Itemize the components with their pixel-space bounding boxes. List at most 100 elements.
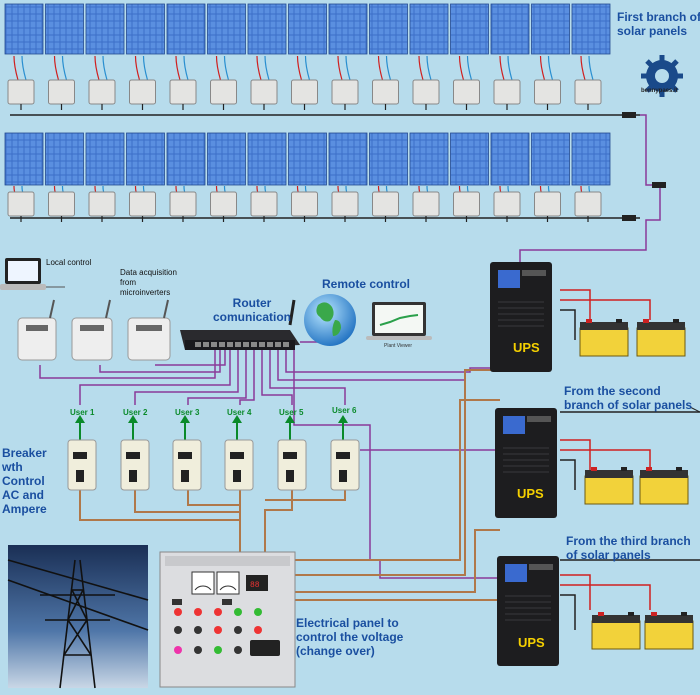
arrow-up-icon xyxy=(128,415,138,423)
gateway-device-2 xyxy=(71,299,113,361)
solar-panel-icon xyxy=(45,132,84,186)
indicator-light-icon xyxy=(194,626,202,634)
solar-panel-icon xyxy=(490,3,530,55)
solar-panel-icon xyxy=(45,3,84,55)
solar-panel-icon xyxy=(409,3,449,55)
second-branch-label: From the second branch of solar panels xyxy=(564,384,693,412)
plant-viewer-laptop-icon xyxy=(366,302,432,340)
data-acquisition-label: Data acquisition from microinverters xyxy=(120,268,177,297)
solar-panel-icon xyxy=(4,3,44,55)
solar-panel-icon xyxy=(166,132,206,186)
microinverter-icon xyxy=(331,79,359,105)
first-branch-label: First branch of solar panels xyxy=(617,10,700,38)
breaker-icon xyxy=(277,439,307,491)
breaker-label: Breaker wth Control AC and Ampere xyxy=(2,446,47,516)
remote-control-label: Remote control xyxy=(322,277,411,291)
ups-2-label: UPS xyxy=(517,486,544,501)
microinverter-icon xyxy=(291,79,318,105)
solar-panel-icon xyxy=(247,3,287,55)
arrow-up-icon xyxy=(285,415,295,423)
gateway-device-3 xyxy=(127,299,171,361)
solar-panel-icon xyxy=(4,132,44,186)
solar-panel-row-1 xyxy=(4,3,611,55)
microinverter-icon xyxy=(7,191,35,217)
microinverter-icon xyxy=(7,79,35,105)
ups-unit-3 xyxy=(497,556,559,666)
battery-bank xyxy=(579,319,694,650)
logo-text: bennypaes.it xyxy=(641,88,678,94)
indicator-light-icon xyxy=(234,608,242,616)
router-label: Router comunication xyxy=(212,296,291,324)
solar-panel-icon xyxy=(369,3,408,55)
breaker-icon xyxy=(67,439,97,491)
solar-panel-icon xyxy=(328,3,368,55)
indicator-light-icon xyxy=(234,626,242,634)
arrow-up-icon xyxy=(180,415,190,423)
third-branch-label: From the third branch of solar panels xyxy=(566,534,691,562)
breaker-icon xyxy=(330,439,360,491)
microinverter-icon xyxy=(88,79,116,105)
pylon-icon xyxy=(7,545,149,689)
user-1-label: User 1 xyxy=(70,408,95,417)
solar-panel-icon xyxy=(571,3,611,55)
local-control-label: Local control xyxy=(46,258,92,267)
ups-unit-2 xyxy=(495,408,557,518)
solar-panel-icon xyxy=(450,132,489,186)
indicator-light-icon xyxy=(214,626,222,634)
microinverter-icon xyxy=(412,191,440,217)
indicator-light-icon xyxy=(234,646,242,654)
microinverter-icon xyxy=(250,191,278,217)
globe-icon xyxy=(304,294,356,346)
microinverter-icon xyxy=(534,79,561,105)
solar-panel-icon xyxy=(166,3,206,55)
solar-panel-row-2 xyxy=(4,132,611,186)
solar-panel-icon xyxy=(531,132,570,186)
gateway-device-1 xyxy=(17,299,57,361)
microinverter-icon xyxy=(250,79,278,105)
microinverter-icon xyxy=(129,191,156,217)
solar-panel-icon xyxy=(207,132,246,186)
microinverter-icon xyxy=(453,79,480,105)
solar-panel-icon xyxy=(531,3,570,55)
solar-panel-icon xyxy=(126,3,165,55)
solar-panel-icon xyxy=(409,132,449,186)
changeover-switch-icon xyxy=(250,640,280,656)
solar-panel-icon xyxy=(328,132,368,186)
indicator-light-icon xyxy=(174,608,182,616)
ups-icon xyxy=(497,556,559,666)
indicator-light-icon xyxy=(194,646,202,654)
ups-unit-1 xyxy=(490,262,552,372)
microinverter-icon xyxy=(493,191,521,217)
microinverter-icon xyxy=(129,79,156,105)
user-5-label: User 5 xyxy=(279,408,304,417)
microinverter-icon xyxy=(291,191,318,217)
ups-icon xyxy=(495,408,557,518)
microinverter-icon xyxy=(534,191,561,217)
ups-icon xyxy=(490,262,552,372)
breaker-icon xyxy=(120,439,150,491)
microinverter-icon xyxy=(331,191,359,217)
ups-3-label: UPS xyxy=(518,635,545,650)
laptop-icon xyxy=(0,258,46,290)
router-icon xyxy=(180,299,300,350)
solar-panel-icon xyxy=(490,132,530,186)
electrical-panel-label: Electrical panel to control the voltage … xyxy=(296,616,404,658)
microinverter-icon xyxy=(574,191,602,217)
indicator-light-icon xyxy=(194,608,202,616)
microinverter-icon xyxy=(48,79,75,105)
connector-icon xyxy=(622,112,636,118)
microinverter-icon xyxy=(453,191,480,217)
arrow-second-branch-icon xyxy=(689,406,700,413)
microinverter-icon xyxy=(372,191,399,217)
solar-panel-icon xyxy=(450,3,489,55)
connector-icon xyxy=(652,182,666,188)
microinverter-icon xyxy=(493,79,521,105)
indicator-light-icon xyxy=(254,608,262,616)
user-3-label: User 3 xyxy=(175,408,200,417)
connector-icon xyxy=(622,215,636,221)
microinverter-icon xyxy=(48,191,75,217)
breaker-icon xyxy=(224,439,254,491)
plant-viewer-label: Plant Viewer xyxy=(384,343,412,349)
